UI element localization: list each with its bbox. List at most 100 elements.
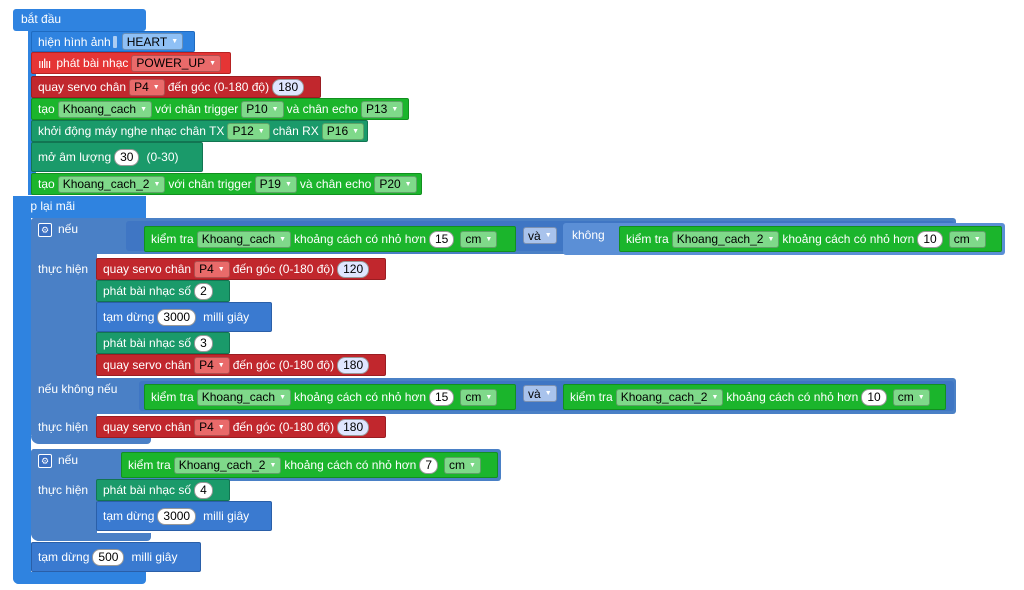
gear-icon[interactable]: ⚙ [38, 454, 52, 468]
unit-dropdown[interactable]: cm▼ [444, 456, 481, 474]
show-image-block[interactable]: hiện hình ảnh HEART▼ [31, 31, 195, 52]
start-block[interactable]: bắt đầu [13, 9, 146, 31]
sensor-dropdown[interactable]: Khoang_cach▼ [196, 388, 292, 406]
create-sensor1-block[interactable]: tạo Khoang_cach▼ với chân trigger P10▼ v… [31, 98, 409, 120]
servo-pin-dropdown[interactable]: P4▼ [194, 260, 230, 278]
volume-range-label: (0-30) [146, 150, 179, 164]
pause-3000-block-2[interactable]: tạm dừng 3000 milli giây [96, 501, 272, 531]
servo-pin-dropdown[interactable]: P4▼ [129, 78, 165, 96]
check-dist4-block[interactable]: kiểm tra Khoang_cach_2▼ khoảng cách có n… [563, 384, 946, 410]
angle-input[interactable]: 180 [337, 418, 370, 436]
servo-block-120[interactable]: quay servo chân P4▼ đến góc (0-180 độ) 1… [96, 258, 386, 280]
servo-pin-dropdown[interactable]: P4▼ [194, 356, 230, 374]
dropdown-arrow-icon: ▼ [973, 235, 981, 243]
if-block-bottom [31, 436, 151, 444]
pause-input[interactable]: 3000 [157, 308, 197, 326]
dist-label: khoảng cách có nhỏ hơn [284, 458, 417, 472]
play-music-block[interactable]: ıılıı phát bài nhạc POWER_UP▼ [31, 52, 231, 74]
servo-pin-value: P4 [199, 358, 214, 372]
angle-input[interactable]: 120 [337, 260, 370, 278]
sensor-value: Khoang_cach [201, 232, 276, 246]
unit-dropdown[interactable]: cm▼ [892, 388, 930, 406]
servo-block-setup[interactable]: quay servo chân P4▼ đến góc (0-180 độ) 1… [31, 76, 321, 98]
sensor-dropdown[interactable]: Khoang_cach▼ [196, 230, 292, 248]
unit-dropdown[interactable]: cm▼ [460, 230, 498, 248]
create-label: tạo [38, 177, 55, 191]
distance-input[interactable]: 15 [429, 388, 455, 406]
dropdown-arrow-icon: ▼ [469, 461, 476, 469]
unit-value: cm [465, 232, 482, 246]
mp3-init-block[interactable]: khởi động máy nghe nhạc chân TX P12▼ châ… [31, 120, 368, 142]
trigger1-dropdown[interactable]: P10▼ [241, 100, 284, 118]
dropdown-arrow-icon: ▼ [279, 393, 287, 401]
dropdown-arrow-icon: ▼ [404, 180, 412, 188]
dropdown-arrow-icon: ▼ [767, 235, 775, 243]
distance-input[interactable]: 10 [861, 388, 887, 406]
dropdown-arrow-icon: ▼ [217, 423, 225, 431]
do-label: thực hiện [38, 262, 89, 276]
forever-block[interactable]: lặp lại mãi [13, 196, 146, 218]
tx-dropdown[interactable]: P12▼ [227, 122, 270, 140]
music-dropdown[interactable]: POWER_UP▼ [131, 54, 222, 72]
sensor-dropdown[interactable]: Khoang_cach_2▼ [671, 230, 780, 248]
sensor-dropdown[interactable]: Khoang_cach_2▼ [173, 456, 282, 474]
if-block-2-bottom [31, 533, 151, 541]
and-dropdown[interactable]: và▼ [523, 227, 557, 244]
volume-input[interactable]: 30 [114, 148, 140, 166]
unit-dropdown[interactable]: cm▼ [948, 230, 986, 248]
servo-block-180-a[interactable]: quay servo chân P4▼ đến góc (0-180 độ) 1… [96, 354, 386, 376]
check-label: kiểm tra [128, 458, 171, 472]
do-label-2: thực hiện [38, 420, 89, 434]
angle-input[interactable]: 180 [272, 78, 305, 96]
unit-value: cm [449, 458, 466, 472]
if-label: ⚙nếu [38, 222, 78, 237]
servo-pin-dropdown[interactable]: P4▼ [194, 418, 230, 436]
and-dropdown-2[interactable]: và▼ [523, 385, 557, 402]
sensor-dropdown[interactable]: Khoang_cach_2▼ [615, 388, 724, 406]
play-track-4-block[interactable]: phát bài nhạc số 4 [96, 479, 230, 501]
sensor1-dropdown[interactable]: Khoang_cach▼ [57, 100, 153, 118]
distance-input[interactable]: 15 [429, 230, 455, 248]
check-dist1-block[interactable]: kiểm tra Khoang_cach▼ khoảng cách có nhỏ… [144, 226, 516, 252]
pause-input[interactable]: 500 [92, 548, 125, 566]
start-label: bắt đầu [21, 12, 62, 26]
dropdown-arrow-icon: ▼ [917, 393, 925, 401]
pause-input[interactable]: 3000 [157, 507, 197, 525]
angle-input[interactable]: 180 [337, 356, 370, 374]
play-track-3-block[interactable]: phát bài nhạc số 3 [96, 332, 230, 354]
sensor-value: Khoang_cach_2 [676, 232, 764, 246]
check-dist3-block[interactable]: kiểm tra Khoang_cach▼ khoảng cách có nhỏ… [144, 384, 516, 410]
track-input[interactable]: 2 [194, 282, 213, 300]
servo-block-180-b[interactable]: quay servo chân P4▼ đến góc (0-180 độ) 1… [96, 416, 386, 438]
track-input[interactable]: 4 [194, 481, 213, 499]
echo1-dropdown[interactable]: P13▼ [360, 100, 404, 118]
echo2-dropdown[interactable]: P20▼ [374, 175, 417, 193]
create-sensor2-block[interactable]: tạo Khoang_cach_2▼ với chân trigger P19▼… [31, 173, 422, 195]
track-input[interactable]: 3 [194, 334, 213, 352]
sensor2-dropdown[interactable]: Khoang_cach_2▼ [57, 175, 166, 193]
angle-label: đến góc (0-180 độ) [232, 358, 335, 372]
trigger2-dropdown[interactable]: P19▼ [254, 175, 297, 193]
music-value: POWER_UP [136, 56, 206, 70]
play-track-label: phát bài nhạc số [103, 284, 192, 298]
rx-dropdown[interactable]: P16▼ [321, 122, 365, 140]
play-track-2-block[interactable]: phát bài nhạc số 2 [96, 280, 230, 302]
trigger-label: với chân trigger [155, 102, 239, 116]
sensor1-value: Khoang_cach [62, 102, 137, 116]
pause-500-block[interactable]: tạm dừng 500 milli giây [31, 542, 201, 572]
pause-3000-block-1[interactable]: tạm dừng 3000 milli giây [96, 302, 272, 332]
play-track-label: phát bài nhạc số [103, 483, 192, 497]
check-dist2-block[interactable]: kiểm tra Khoang_cach_2▼ khoảng cách có n… [619, 226, 1002, 252]
elif-label: nếu không nếu [38, 382, 118, 396]
unit-dropdown[interactable]: cm▼ [460, 388, 498, 406]
image-dropdown[interactable]: HEART▼ [121, 33, 184, 50]
echo1-value: P13 [365, 102, 388, 116]
ms-label: milli giây [203, 509, 250, 523]
distance-input[interactable]: 10 [917, 230, 943, 248]
distance-input[interactable]: 7 [419, 456, 439, 474]
check-dist5-block[interactable]: kiểm tra Khoang_cach_2▼ khoảng cách có n… [121, 452, 498, 478]
sensor-value: Khoang_cach_2 [620, 390, 708, 404]
gear-icon[interactable]: ⚙ [38, 223, 52, 237]
servo-label: quay servo chân [103, 262, 192, 276]
volume-block[interactable]: mở âm lượng 30 (0-30) [31, 142, 203, 172]
